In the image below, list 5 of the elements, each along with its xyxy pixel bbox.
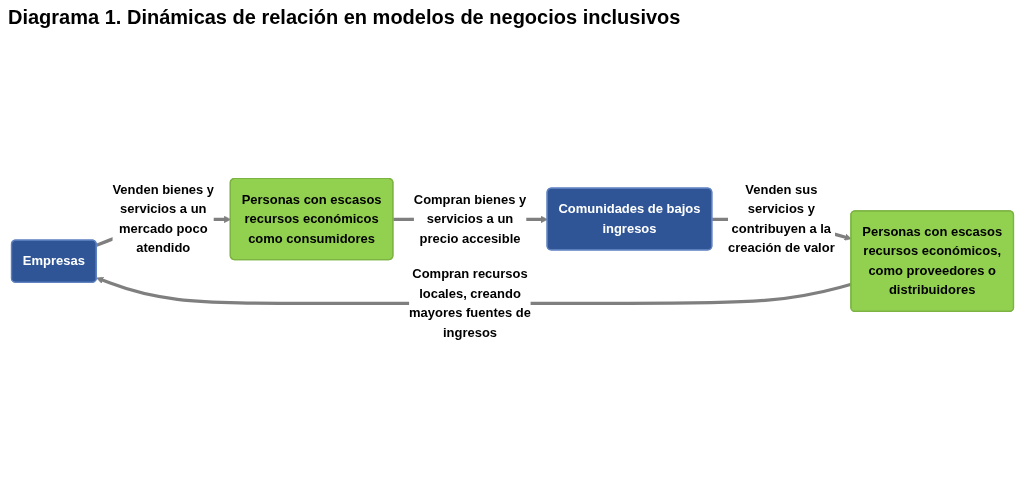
edge-label: Compran bienes y servicios a un precio accesible xyxy=(413,191,527,245)
edge-label: Venden sus servicios y contribuyen a la creación de valor xyxy=(728,182,835,255)
edge-label: Venden bienes y servicios a un mercado poco atendido xyxy=(112,182,215,255)
edge-label: Compran recursos locales, creando mayores fuentes de ingresos xyxy=(409,266,531,339)
diagram-title: Diagrama 1. Dinámicas de relación en modelos de negocios inclusivos xyxy=(8,6,681,29)
